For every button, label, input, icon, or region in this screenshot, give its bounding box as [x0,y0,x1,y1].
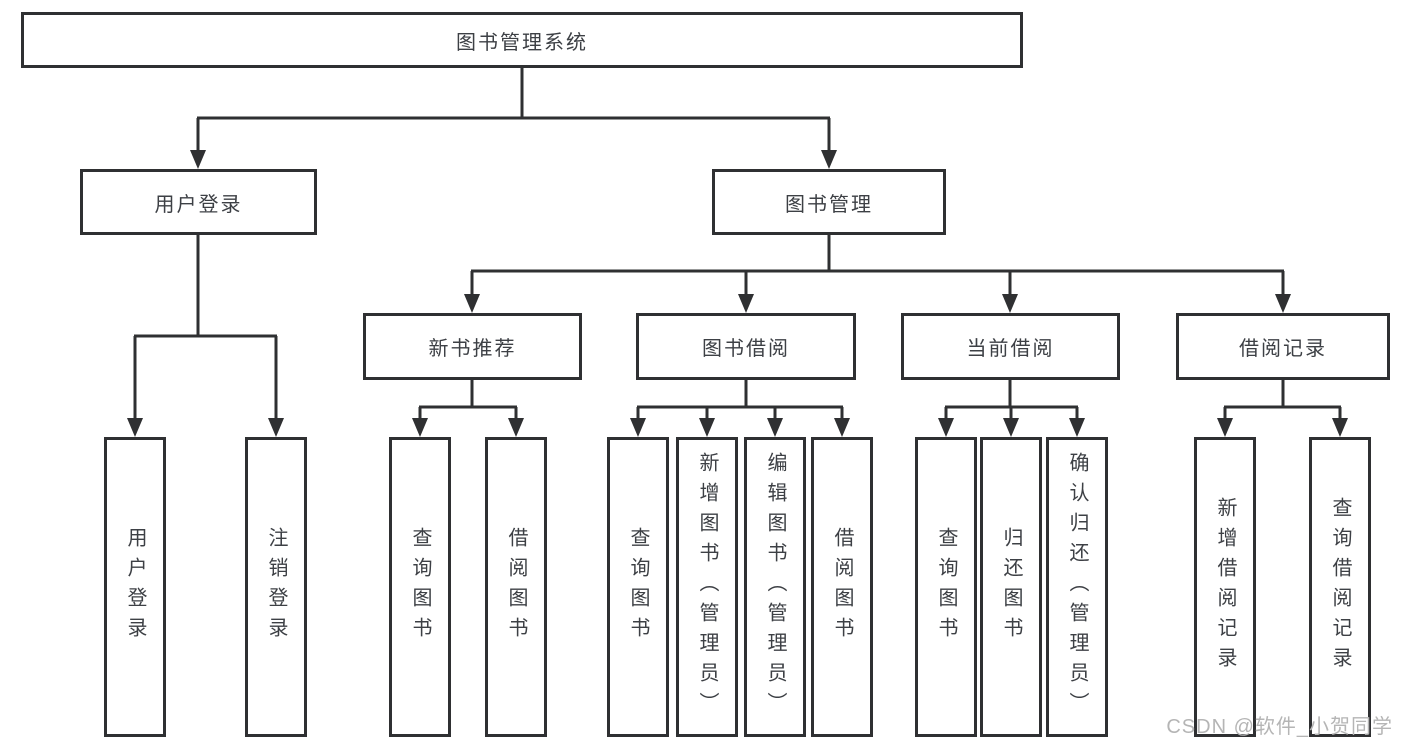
node-label: 编辑图书（管理员） [764,452,786,722]
leaf-add-book-admin: 新增图书（管理员） [676,437,738,737]
node-label: 新增图书（管理员） [696,452,718,722]
node-label: 归还图书 [1000,527,1022,647]
leaf-query-books-recommend: 查询图书 [389,437,451,737]
leaf-query-books-current: 查询图书 [915,437,977,737]
csdn-watermark: CSDN @软件_小贺同学 [1166,716,1393,738]
arrowheads [127,150,1348,437]
leaf-user-login: 用户登录 [104,437,166,737]
node-label: 查询图书 [627,527,649,647]
node-label: 查询图书 [935,527,957,647]
node-user-login: 用户登录 [80,169,317,235]
node-current-borrowing: 当前借阅 [901,313,1120,380]
leaf-add-borrow-record: 新增借阅记录 [1194,437,1256,737]
leaf-return-book: 归还图书 [980,437,1042,737]
node-new-book-recommendation: 新书推荐 [363,313,582,380]
node-book-borrowing: 图书借阅 [636,313,856,380]
node-label: 借阅图书 [505,527,527,647]
node-borrowing-records: 借阅记录 [1176,313,1390,380]
leaf-borrow-books-recommend: 借阅图书 [485,437,547,737]
leaf-confirm-return-admin: 确认归还（管理员） [1046,437,1108,737]
leaf-logout: 注销登录 [245,437,307,737]
node-library-management-system: 图书管理系统 [21,12,1023,68]
node-label: 确认归还（管理员） [1066,452,1088,722]
leaf-borrow-books-borrow: 借阅图书 [811,437,873,737]
node-label: 图书借阅 [702,338,790,360]
node-label: 当前借阅 [966,338,1055,360]
leaf-edit-book-admin: 编辑图书（管理员） [744,437,806,737]
node-label: 借阅记录 [1239,338,1327,360]
node-label: 查询图书 [409,527,431,647]
node-label: 用户登录 [124,527,146,647]
node-label: 借阅图书 [831,527,853,647]
node-label: 图书管理系统 [456,31,588,54]
node-label: 图书管理 [785,193,873,216]
leaf-query-borrow-record: 查询借阅记录 [1309,437,1371,737]
node-label: 用户登录 [154,193,243,216]
node-book-management: 图书管理 [712,169,946,235]
node-label: 注销登录 [265,527,287,647]
leaf-query-books-borrow: 查询图书 [607,437,669,737]
node-label: 查询借阅记录 [1329,497,1351,677]
node-label: 新书推荐 [428,338,517,360]
edge-lines [133,68,1342,420]
node-label: 新增借阅记录 [1214,497,1236,677]
